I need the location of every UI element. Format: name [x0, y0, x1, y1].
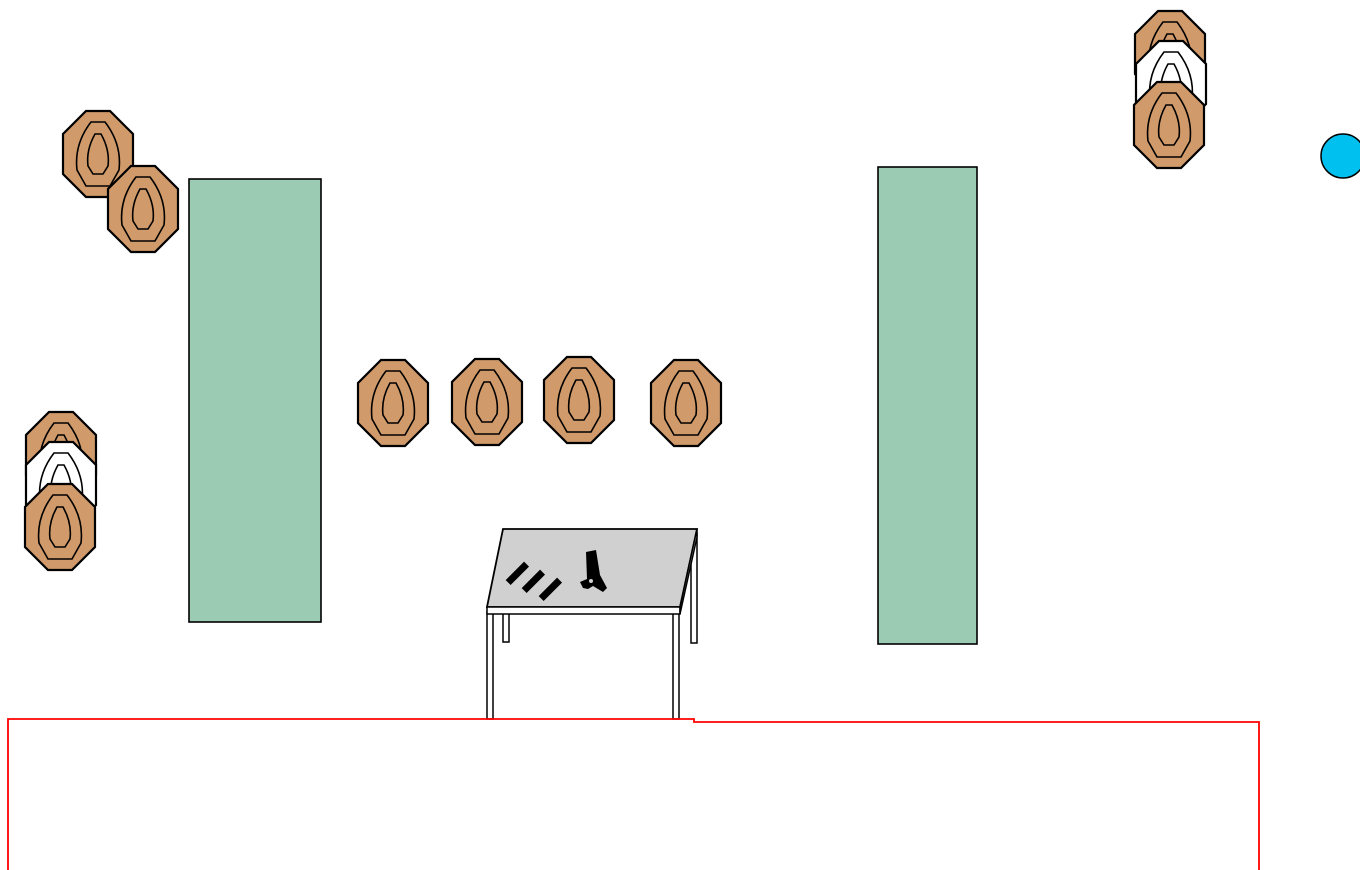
shoot-target: [542, 355, 616, 445]
fault-line-boundary: [7, 718, 1260, 870]
target-stack-left: [23, 410, 98, 572]
wall-left: [188, 178, 322, 623]
shoot-target: [649, 358, 723, 448]
shoot-target: [450, 357, 524, 447]
position-marker-icon: [1320, 133, 1360, 179]
shoot-target: [1132, 80, 1206, 170]
shoot-target: [23, 482, 97, 572]
table-icon: [485, 528, 699, 720]
shoot-target: [106, 164, 180, 254]
pistol-icon: [580, 550, 607, 592]
wall-right: [877, 166, 978, 645]
magazine-icon: [521, 569, 546, 594]
shoot-target: [356, 358, 430, 448]
target-stack-top-right: [1132, 9, 1208, 170]
magazine-icon: [538, 577, 563, 602]
magazine-icon: [505, 561, 530, 586]
